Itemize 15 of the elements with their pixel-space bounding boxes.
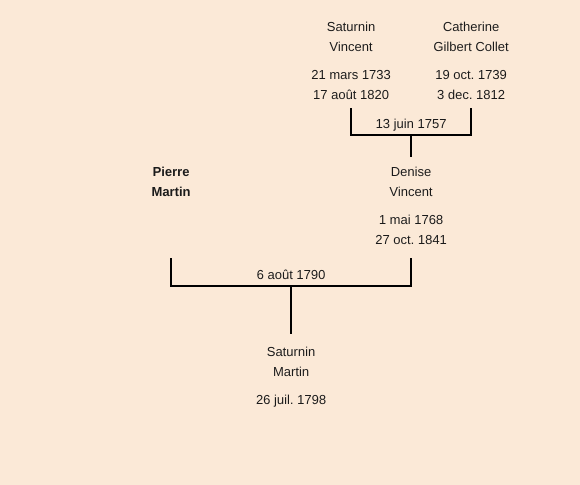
date-text: 1 mai 1768 bbox=[378, 211, 444, 229]
person-name: Saturnin Martin bbox=[266, 343, 316, 381]
connector-line bbox=[290, 258, 412, 334]
person-name: Catherine Gilbert Collet bbox=[432, 18, 510, 56]
date-text: 27 oct. 1841 bbox=[375, 231, 447, 249]
connector-line bbox=[410, 108, 472, 157]
date-text: 26 juil. 1798 bbox=[256, 391, 326, 409]
date-text: 3 dec. 1812 bbox=[437, 86, 505, 104]
person-name: Denise Vincent bbox=[388, 163, 434, 201]
person-name: Pierre Martin bbox=[150, 163, 192, 201]
edge-label: 13 juin 1757 bbox=[374, 116, 448, 132]
person-name: Saturnin Vincent bbox=[326, 18, 376, 56]
date-text: 17 août 1820 bbox=[313, 86, 389, 104]
date-text: 19 oct. 1739 bbox=[435, 66, 507, 84]
date-text: 21 mars 1733 bbox=[311, 66, 391, 84]
